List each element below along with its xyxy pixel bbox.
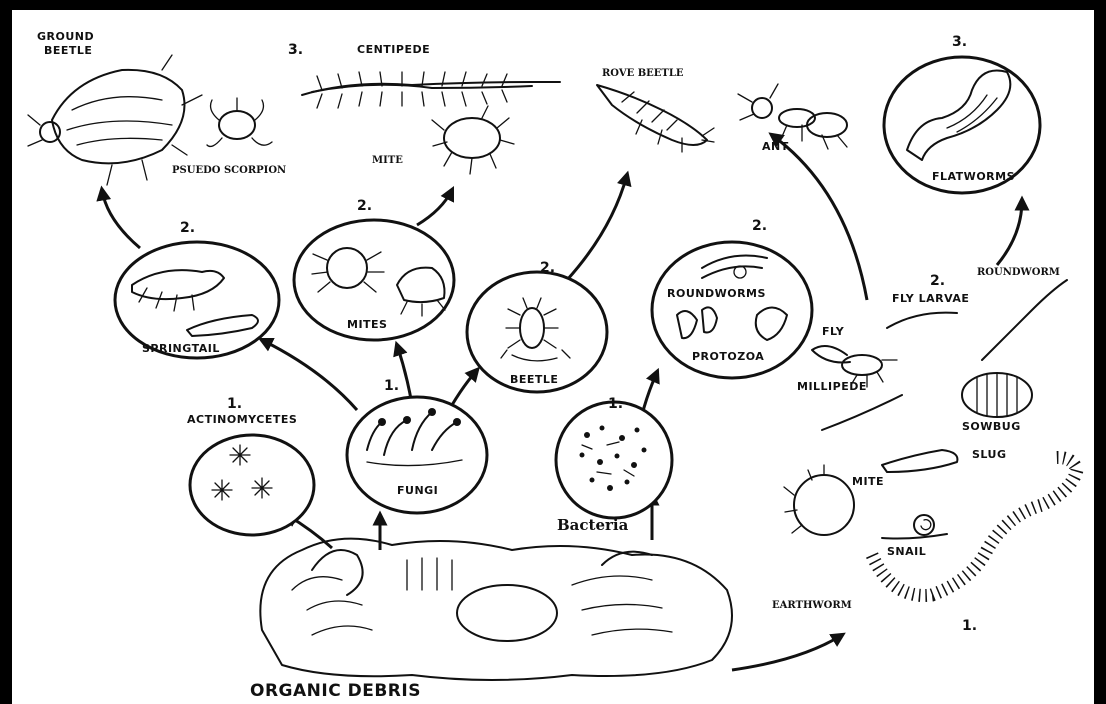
fungi-label: FUNGI	[397, 484, 438, 497]
level-beetle: 2.	[540, 260, 555, 276]
sowbug-label: SOWBUG	[962, 420, 1021, 433]
mites-group: MITES	[294, 220, 454, 340]
fly-label: FLY	[822, 325, 845, 338]
centipede-label: CENTIPEDE	[357, 43, 430, 56]
mite-right-label: MITE	[852, 475, 884, 488]
level-fungi: 1.	[384, 378, 399, 394]
pseudo-scorpion-icon	[219, 111, 255, 139]
bacteria-group	[556, 402, 672, 518]
organic-debris-label: ORGANIC DEBRIS	[250, 681, 421, 701]
beetle-group: BEETLE	[467, 272, 607, 392]
arrow-springtail-to-ground-beetle	[102, 190, 140, 248]
springtail-group: SPRINGTAIL	[115, 242, 279, 358]
pseudo-scorpion-group: PSUEDO SCORPION	[172, 98, 286, 176]
arrow-fungi-to-springtail	[262, 340, 357, 410]
mite-right-group: MITE	[784, 465, 884, 535]
arrow-debris-to-earthworm	[732, 635, 842, 670]
rove-beetle-icon	[597, 85, 707, 145]
millipede-icon	[822, 395, 902, 430]
rove-beetle-group: ROVE BEETLE	[597, 68, 714, 152]
bacteria-circle	[556, 402, 672, 518]
protozoa-group: ROUNDWORMS PROTOZOA	[652, 242, 812, 378]
level-centipede: 3.	[288, 42, 303, 58]
organic-debris-icon	[260, 539, 732, 680]
arrow-fungi-to-beetle	[452, 370, 477, 405]
arrow-bacteria-to-protozoa	[642, 372, 657, 415]
flatworms-group: FLATWORMS	[884, 57, 1040, 193]
ground-beetle-group: GROUND BEETLE	[28, 30, 202, 185]
level-mites: 2.	[357, 198, 372, 214]
organic-debris-group: ORGANIC DEBRIS Bacteria	[250, 516, 732, 701]
roundworm-right-label: ROUNDWORM	[977, 267, 1060, 278]
level-actinomycetes: 1.	[227, 396, 242, 412]
earthworm-label: EARTHWORM	[772, 600, 852, 611]
arrow-beetle-to-rove-beetle	[567, 175, 627, 280]
fly-icon	[842, 355, 882, 375]
millipede-label: MILLIPEDE	[797, 380, 867, 393]
fly-larvae-group: FLY LARVAE	[887, 292, 969, 328]
actinomycetes-label: ACTINOMYCETES	[187, 413, 297, 426]
arrow-roundworm-to-flatworms	[997, 200, 1022, 265]
roundworm-right-icon	[982, 280, 1067, 360]
food-web-canvas: SPRINGTAIL MITES BEETLE ROUNDWORMS PROTO…	[12, 10, 1094, 704]
level-flatworms: 3.	[952, 34, 967, 50]
slug-group: SLUG	[882, 448, 1007, 472]
ground-beetle-icon	[52, 70, 185, 164]
arrow-mites-to-mite	[417, 190, 452, 225]
ant-group: ANT	[738, 84, 847, 153]
fungi-group: FUNGI	[347, 397, 487, 513]
fly-group: FLY	[812, 325, 897, 387]
slug-icon	[882, 450, 957, 472]
level-fly-larvae: 2.	[930, 273, 945, 289]
beetle-label: BEETLE	[510, 373, 558, 386]
level-roundworms: 2.	[752, 218, 767, 234]
snail-label: SNAIL	[887, 545, 926, 558]
mites-label: MITES	[347, 318, 387, 331]
sowbug-group: SOWBUG	[962, 373, 1032, 433]
mite-top-label: MITE	[372, 155, 403, 166]
slug-label: SLUG	[972, 448, 1007, 461]
springtail-label: SPRINGTAIL	[142, 342, 220, 355]
level-springtail: 2.	[180, 220, 195, 236]
bacteria-label: Bacteria	[557, 516, 629, 534]
ant-label: ANT	[762, 140, 789, 153]
flatworms-label: FLATWORMS	[932, 170, 1015, 183]
snail-group: SNAIL	[882, 515, 947, 558]
pseudo-scorpion-label: PSUEDO SCORPION	[172, 165, 286, 176]
fly-larvae-icon	[887, 313, 957, 328]
roundworm-right-group: ROUNDWORM	[977, 267, 1067, 360]
millipede-group: MILLIPEDE	[797, 380, 902, 430]
ground-beetle-label: GROUND	[37, 30, 94, 43]
mite-right-icon	[794, 475, 854, 535]
ant-icon	[752, 98, 772, 118]
mite-top-group: MITE	[372, 106, 514, 174]
soil-food-web-diagram: SPRINGTAIL MITES BEETLE ROUNDWORMS PROTO…	[12, 10, 1094, 704]
actinomycetes-circle	[190, 435, 314, 535]
level-earthworm: 1.	[962, 618, 977, 634]
level-bacteria: 1.	[608, 396, 623, 412]
centipede-group: CENTIPEDE	[302, 43, 560, 108]
rove-beetle-label: ROVE BEETLE	[602, 68, 684, 79]
ground-beetle-label-2: BEETLE	[44, 44, 92, 57]
fly-larvae-label: FLY LARVAE	[892, 292, 969, 305]
roundworms-label: ROUNDWORMS	[667, 287, 766, 300]
actinomycetes-group: ACTINOMYCETES	[187, 413, 314, 535]
protozoa-label: PROTOZOA	[692, 350, 764, 363]
